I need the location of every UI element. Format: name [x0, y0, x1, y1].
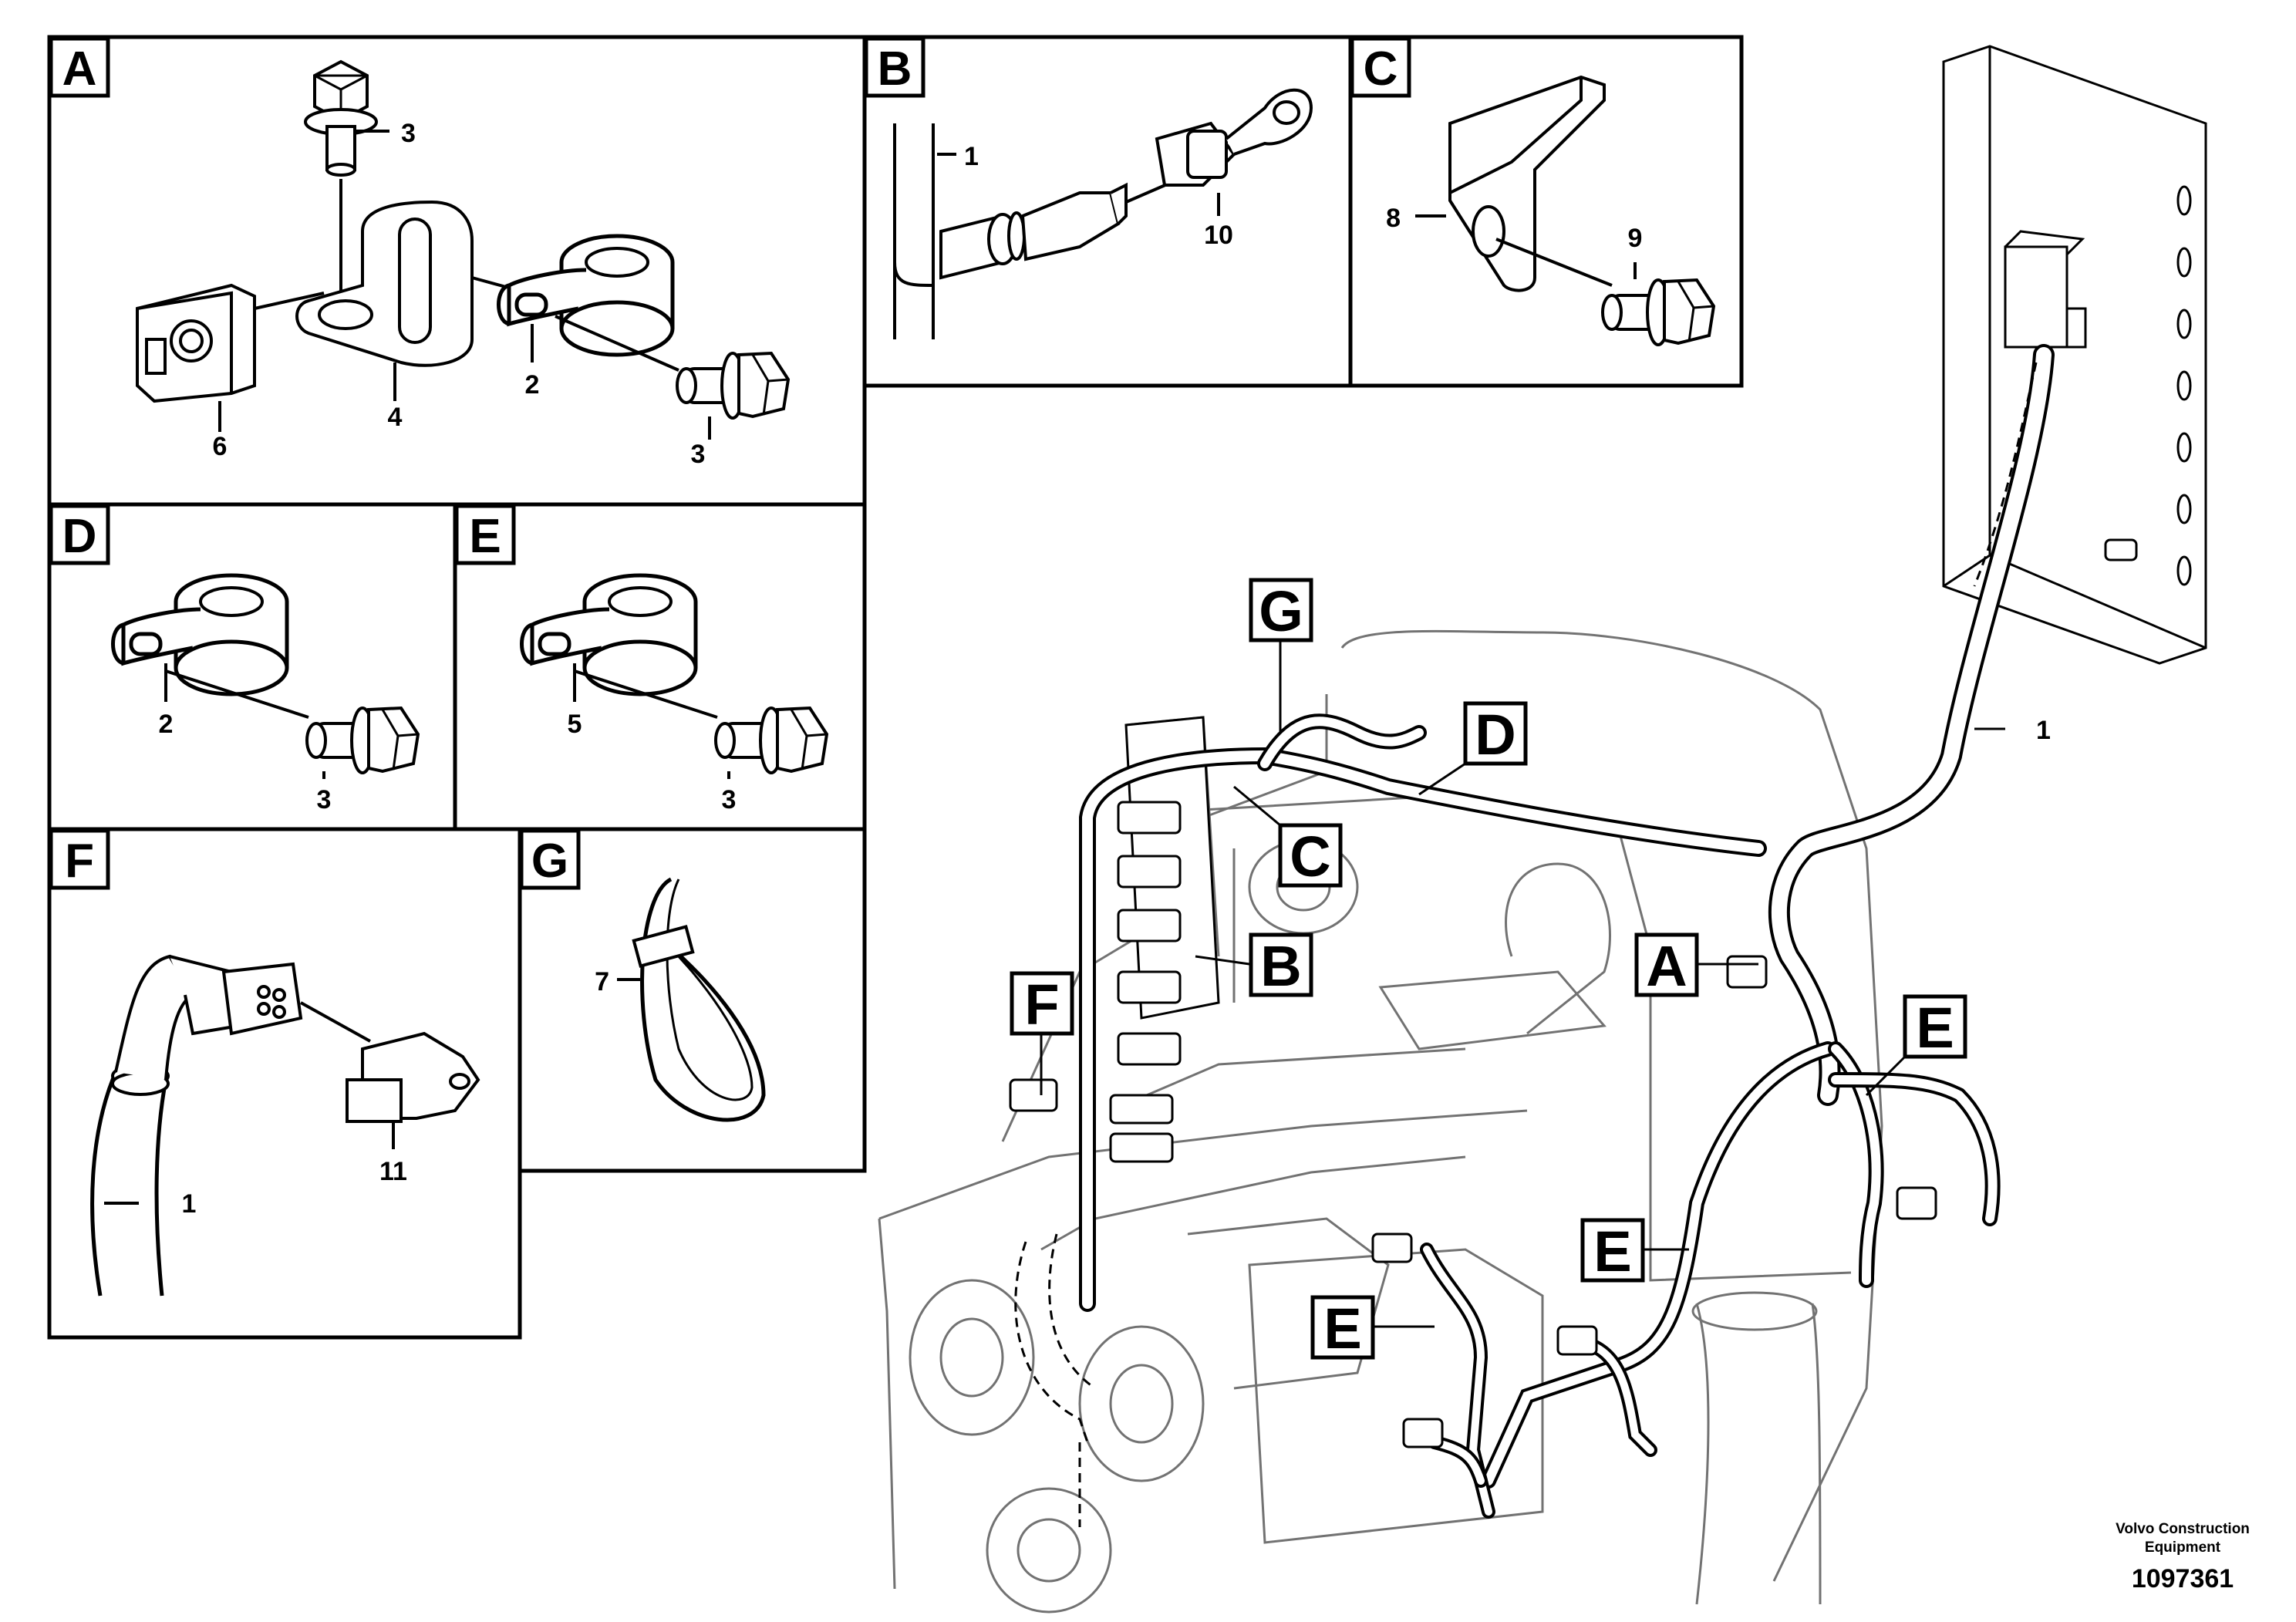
panel-C-letter-box: C [1350, 36, 1411, 98]
harness-dashed-route [1014, 362, 2038, 1527]
bolt-icon [714, 706, 828, 774]
harness-cable [1079, 344, 2055, 1519]
panel-E-labels: 5 3 [568, 710, 737, 814]
part-number-3: 3 [317, 785, 332, 814]
part-number-6: 6 [213, 432, 228, 461]
part-number-2: 2 [525, 370, 540, 400]
callout-E-letter: E [1323, 1297, 1361, 1361]
panel-D-letter: D [62, 510, 97, 563]
panel-B-labels: 1 10 [964, 142, 1233, 250]
bolt-icon [676, 352, 790, 420]
callout-E-middle: E [1580, 1218, 1645, 1283]
part-number-2: 2 [159, 710, 174, 739]
panel-B-letter-box: B [864, 36, 925, 98]
part-number-3: 3 [722, 785, 737, 814]
panel-G-letter-box: G [519, 828, 581, 890]
callout-B-letter: B [1260, 934, 1301, 998]
callout-E-letter: E [1916, 996, 1954, 1060]
part-number-7: 7 [595, 967, 609, 996]
callout-F-letter: F [1024, 973, 1059, 1037]
callout-E-left: E [1310, 1295, 1375, 1361]
panel-G-drawing [617, 877, 766, 1122]
panel-F-letter: F [65, 835, 94, 888]
callout-E-right: E [1903, 994, 1967, 1060]
callout-D-letter: D [1475, 703, 1515, 767]
callout-B: B [1249, 932, 1313, 998]
callout-leaders [1040, 640, 2005, 1328]
clamp-icon [499, 236, 673, 355]
callout-D: D [1463, 701, 1528, 767]
part-number-1: 1 [182, 1189, 197, 1219]
part-number-1: 1 [964, 142, 979, 171]
panel-F-drawing [90, 954, 480, 1297]
panel-C-labels: 8 9 [1386, 204, 1642, 253]
document-number: 1097361 [2132, 1564, 2234, 1593]
clamp-icon [522, 575, 696, 694]
footer-block: Volvo Construction Equipment 1097361 [2116, 1521, 2250, 1593]
panel-E-letter: E [469, 510, 501, 563]
callout-A-letter: A [1646, 934, 1687, 998]
panel-D-letter-box: D [49, 504, 110, 565]
panel-A-letter-box: A [49, 36, 110, 98]
panel-F-letter-box: F [49, 828, 110, 890]
panel-E-drawing [522, 575, 828, 779]
company-name-line1: Volvo Construction [2116, 1521, 2250, 1537]
bolt-icon [1601, 278, 1715, 346]
callout-C-letter: C [1290, 824, 1330, 889]
panel-D-labels: 2 3 [159, 710, 332, 814]
panel-A-labels: 3 6 4 2 3 [213, 119, 706, 469]
part-number-9: 9 [1628, 224, 1643, 253]
panel-C-letter: C [1364, 42, 1398, 96]
callout-A: A [1634, 932, 1699, 998]
panel-E-letter-box: E [454, 504, 516, 565]
panel-D-drawing [113, 575, 420, 779]
panel-G-letter: G [531, 835, 568, 888]
part-number-4: 4 [388, 403, 403, 432]
company-name-line2: Equipment [2145, 1539, 2221, 1556]
panel-F-labels: 1 11 [182, 1157, 407, 1219]
bolt-icon [305, 706, 420, 774]
part-number-5: 5 [568, 710, 582, 739]
callout-C: C [1278, 823, 1343, 889]
panel-B-letter: B [878, 42, 912, 96]
bolt-icon [304, 60, 378, 177]
callout-F: F [1010, 971, 1074, 1037]
part-number-3: 3 [691, 440, 706, 469]
harness-part-number: 1 [2036, 716, 2051, 745]
callout-G: G [1249, 578, 1313, 643]
panel-B-drawing [893, 88, 1313, 339]
clamp-icon [113, 575, 288, 694]
part-number-8: 8 [1386, 204, 1401, 233]
panel-C-drawing [1415, 75, 1715, 346]
panel-G-labels: 7 [595, 967, 609, 996]
part-number-11: 11 [379, 1157, 407, 1186]
part-number-10: 10 [1204, 221, 1233, 250]
panel-A-letter: A [62, 42, 97, 96]
control-panel [1942, 45, 2207, 665]
panel-A-drawing [136, 60, 790, 440]
callout-E-letter: E [1593, 1219, 1631, 1283]
callout-G-letter: G [1259, 579, 1303, 643]
part-number-3: 3 [401, 119, 416, 148]
